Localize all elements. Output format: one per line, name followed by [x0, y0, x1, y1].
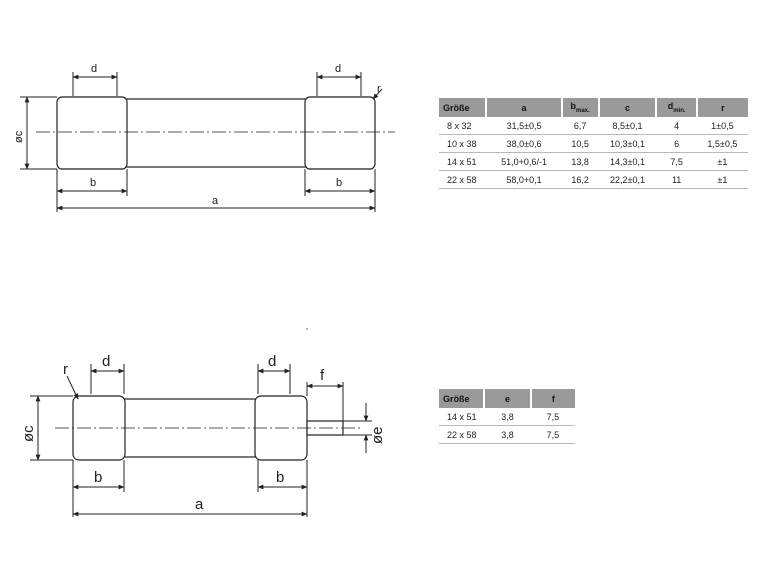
cell-a: 38,0±0,6	[486, 134, 562, 153]
cell-e: 3,8	[484, 408, 531, 426]
cell-b: 16,2	[561, 170, 599, 189]
header-r: r	[696, 98, 748, 117]
dimension-table: Größe a bmax. c dmin. r 8 x 32 31,5±0,5 …	[439, 98, 748, 189]
header-b: bmax.	[561, 98, 600, 117]
label-r: r	[63, 361, 68, 378]
table-row: 22 x 58 3,8 7,5	[439, 425, 575, 444]
label-r: r	[377, 83, 381, 95]
cell-r: ±1	[696, 152, 748, 171]
cell-e: 3,8	[484, 425, 531, 444]
cell-c: 8,5±0,1	[598, 117, 657, 135]
header-size: Größe	[439, 98, 488, 117]
header-size: Größe	[439, 389, 486, 408]
leader-r	[372, 88, 383, 100]
cell-size: 22 x 58	[439, 170, 487, 189]
fuse-drawing-striker: d d r øc f øe b b	[20, 353, 386, 517]
cell-d: 6	[656, 134, 697, 153]
cell-size: 8 x 32	[439, 117, 487, 135]
cell-f: 7,5	[530, 425, 575, 444]
cell-r: 1,5±0,5	[696, 134, 748, 153]
table-row: 8 x 32 31,5±0,5 6,7 8,5±0,1 4 1±0,5	[439, 117, 748, 135]
fuse-cap-right	[304, 96, 376, 170]
cell-b: 13,8	[561, 152, 599, 171]
table-header-row: Größe a bmax. c dmin. r	[439, 98, 748, 117]
cell-size: 14 x 51	[439, 152, 487, 171]
cell-size: 14 x 51	[439, 408, 485, 426]
fuse-body	[125, 98, 307, 168]
table-row: 14 x 51 3,8 7,5	[439, 408, 575, 426]
fuse-drawing-plain: d d r øc b b a	[13, 63, 395, 212]
table-row: 14 x 51 51,0+0,6/-1 13,8 14,3±0,1 7,5 ±1	[439, 152, 748, 171]
label-b-right: b	[336, 177, 342, 189]
table-row: 10 x 38 38,0±0,6 10,5 10,3±0,1 6 1,5±0,5	[439, 134, 748, 153]
cell-a: 58,0+0,1	[486, 170, 562, 189]
cell-c: 10,3±0,1	[598, 134, 657, 153]
header-f: f	[530, 389, 575, 408]
header-e: e	[484, 389, 532, 408]
header-c: c	[598, 98, 658, 117]
label-oc: øc	[20, 425, 37, 442]
label-d-left: d	[91, 63, 97, 75]
leader-r	[66, 375, 79, 400]
label-b-right: b	[276, 469, 284, 486]
header-a: a	[486, 98, 563, 117]
label-d-left: d	[102, 353, 110, 370]
label-d-right: d	[335, 63, 341, 75]
cell-a: 31,5±0,5	[486, 117, 562, 135]
cell-size: 22 x 58	[439, 425, 485, 444]
cell-f: 7,5	[530, 408, 575, 426]
label-oc: øc	[13, 130, 25, 143]
label-f: f	[320, 367, 325, 384]
label-d-right: d	[268, 353, 276, 370]
cell-a: 51,0+0,6/-1	[486, 152, 562, 171]
header-d: dmin.	[656, 98, 698, 117]
cell-r: ±1	[696, 170, 748, 189]
label-oe: øe	[369, 426, 386, 444]
cell-c: 14,3±0,1	[598, 152, 657, 171]
cell-d: 4	[656, 117, 697, 135]
cell-b: 6,7	[561, 117, 599, 135]
label-a: a	[212, 195, 219, 207]
label-a: a	[195, 496, 204, 513]
fuse-cap-left	[56, 96, 128, 170]
cell-d: 11	[656, 170, 697, 189]
striker-table: Größe e f 14 x 51 3,8 7,5 22 x 58 3,8 7,…	[439, 389, 575, 444]
cell-b: 10,5	[561, 134, 599, 153]
table-row: 22 x 58 58,0+0,1 16,2 22,2±0,1 11 ±1	[439, 170, 748, 189]
label-b-left: b	[90, 177, 96, 189]
cell-r: 1±0,5	[696, 117, 748, 135]
cell-c: 22,2±0,1	[598, 170, 657, 189]
cell-d: 7,5	[656, 152, 697, 171]
cell-size: 10 x 38	[439, 134, 487, 153]
label-b-left: b	[94, 469, 102, 486]
table-header-row: Größe e f	[439, 389, 575, 408]
